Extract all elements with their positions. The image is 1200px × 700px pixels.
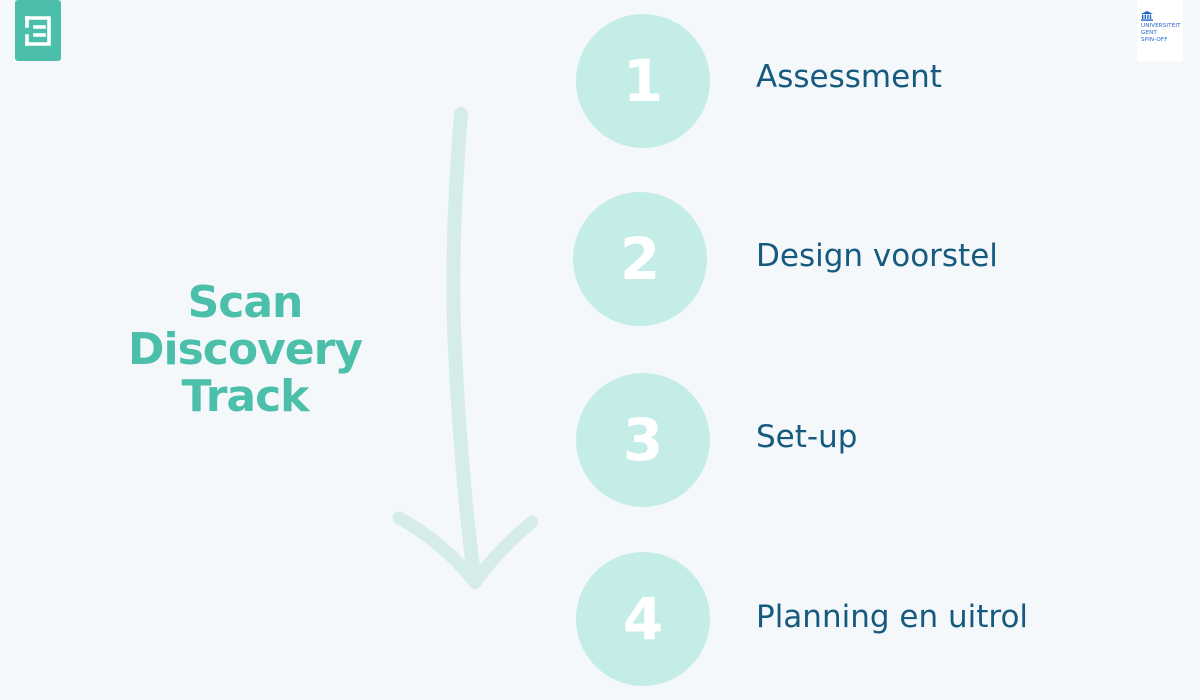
step-3-circle: 3	[576, 373, 710, 507]
university-seal-icon	[1141, 11, 1153, 21]
step-3-label: Set-up	[756, 419, 858, 455]
title-line: Scan	[187, 277, 304, 328]
step-2-circle: 2	[573, 192, 707, 326]
step-4-label: Planning en uitrol	[756, 599, 1029, 635]
step-number: 4	[622, 585, 664, 653]
step-1-circle: 1	[576, 14, 710, 148]
menu-lines-icon	[25, 16, 51, 46]
flow-arrow	[385, 100, 545, 604]
step-1-label: Assessment	[756, 59, 942, 95]
step-4-circle: 4	[576, 552, 710, 686]
brand-logo	[15, 0, 61, 61]
step-number: 1	[622, 47, 664, 115]
step-number: 2	[619, 225, 661, 293]
step-2-label: Design voorstel	[756, 238, 998, 274]
down-arrow-icon	[392, 107, 539, 589]
university-wordmark: UNIVERSITEIT GENT SPIN-OFF	[1141, 23, 1181, 44]
page-title: Scan Discovery Track	[110, 279, 380, 420]
step-number: 3	[622, 406, 664, 474]
university-wordmark-line: SPIN-OFF	[1141, 37, 1168, 43]
title-line: Track	[181, 371, 310, 422]
university-logo: UNIVERSITEIT GENT SPIN-OFF	[1137, 0, 1183, 61]
title-line: Discovery	[127, 324, 363, 375]
university-wordmark-line: GENT	[1141, 30, 1157, 36]
university-wordmark-line: UNIVERSITEIT	[1141, 23, 1181, 29]
